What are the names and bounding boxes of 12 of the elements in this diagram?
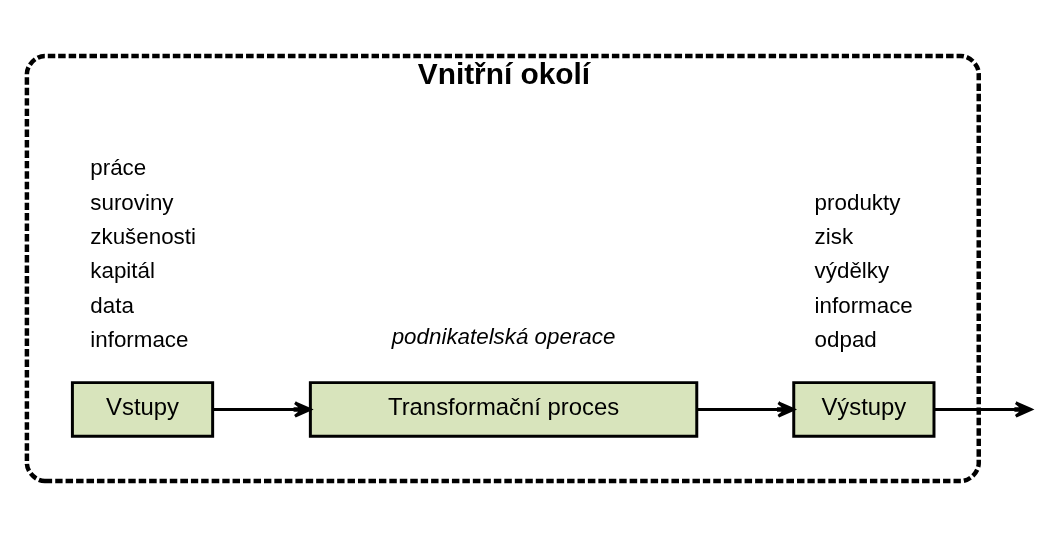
node-label: práce [90,155,147,181]
node-label: zkušenosti [90,223,196,249]
node-label: podnikatelská operace [391,323,616,349]
node-label: produkty [814,189,901,215]
node-label: suroviny [90,189,174,215]
node-label: zisk [814,223,854,249]
node-label: kapitál [90,258,155,284]
node-label: informace [90,326,189,352]
node-label: odpad [814,326,877,352]
node-label: výdělky [814,258,890,284]
node-label: informace [814,292,913,318]
node-label: data [90,292,134,318]
